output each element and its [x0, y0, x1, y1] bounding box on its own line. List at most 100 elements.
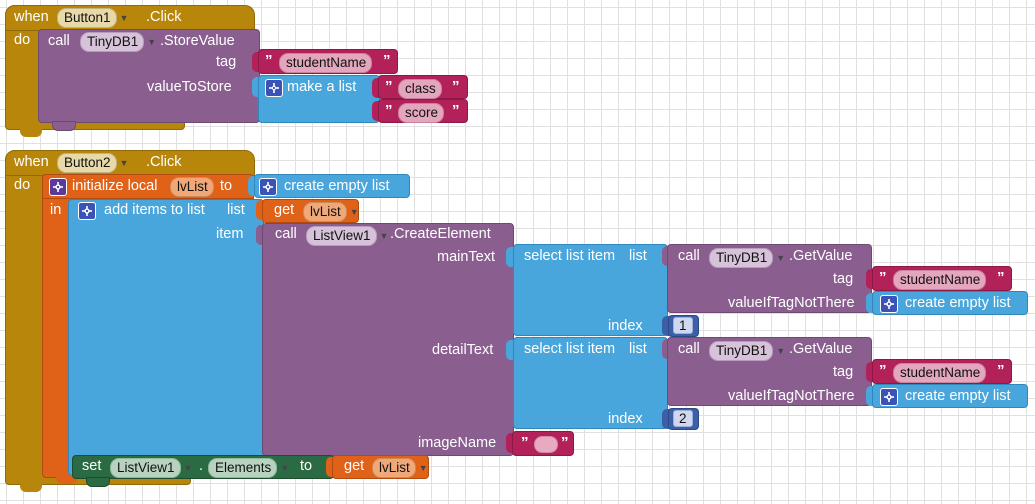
- text-field-studentname-3: studentName: [893, 363, 987, 383]
- socket-select-index-1: [662, 316, 671, 336]
- quote-close-5: ”: [997, 362, 1005, 379]
- select-list-item-label-1: select list item: [524, 248, 616, 264]
- mutator-gear-icon-2[interactable]: [49, 178, 67, 196]
- number-field-index-2: 2: [673, 410, 693, 428]
- text-field-studentname-1: studentName: [279, 53, 373, 73]
- quote-close-1: ”: [383, 52, 391, 69]
- text-field-score: score: [398, 103, 445, 123]
- event-block-button1-header: [5, 5, 255, 31]
- setter-to-label: to: [300, 458, 313, 474]
- quote-open-5: ”: [879, 362, 887, 379]
- setter-component-name: ListView1: [110, 458, 181, 478]
- make-a-list-label: make a list: [287, 79, 357, 95]
- chevron-down-icon-6[interactable]: ▼: [776, 253, 786, 263]
- quote-close-6: ”: [561, 434, 569, 451]
- call-block-notch-1: [52, 121, 76, 131]
- event-component-dropdown-2[interactable]: Button2▼: [57, 153, 128, 173]
- number-field-wrap-1[interactable]: 1: [673, 317, 693, 335]
- chevron-down-icon-4[interactable]: ▼: [349, 207, 359, 217]
- text-value-studentname-1[interactable]: studentName: [279, 53, 373, 73]
- socket-list-item-1: [372, 78, 381, 98]
- text-value-studentname-3[interactable]: studentName: [893, 363, 987, 383]
- select-list-item-index-arg-1: index: [608, 318, 643, 334]
- number-field-wrap-2[interactable]: 2: [673, 410, 693, 428]
- socket-add-items-list: [256, 200, 265, 220]
- socket-add-items-item: [256, 225, 265, 245]
- call-component-name-2: ListView1: [306, 226, 377, 246]
- text-value-class[interactable]: class: [398, 79, 442, 99]
- quote-open-6: ”: [521, 434, 529, 451]
- event-block-button2-bottom-tab: [20, 484, 42, 492]
- call-method-label-4: .GetValue: [789, 341, 853, 357]
- text-value-score[interactable]: score: [398, 103, 445, 123]
- quote-open-3: ”: [385, 102, 393, 119]
- chevron-down-icon-10[interactable]: ▼: [418, 463, 428, 473]
- chevron-down-icon-3[interactable]: ▼: [119, 158, 129, 168]
- event-component-dropdown-1[interactable]: Button1▼: [57, 8, 128, 28]
- arg-label-valuetostore-1: valueToStore: [147, 79, 232, 95]
- mutator-gear-icon-4[interactable]: [78, 202, 96, 220]
- quote-open-2: ”: [385, 78, 393, 95]
- select-list-item-label-2: select list item: [524, 341, 616, 357]
- socket-valuetostore-1: [252, 77, 261, 97]
- chevron-down-icon-7[interactable]: ▼: [776, 346, 786, 356]
- text-value-imagename[interactable]: [534, 436, 558, 454]
- socket-getvalue-tag-2: [866, 362, 875, 382]
- chevron-down-icon-1[interactable]: ▼: [119, 13, 129, 23]
- setter-block-notch: [86, 477, 110, 487]
- create-empty-list-block-3[interactable]: [872, 384, 1028, 408]
- call-component-dropdown-2[interactable]: ListView1▼: [306, 226, 388, 246]
- call-block-tinydb1-storevalue[interactable]: [38, 29, 260, 123]
- socket-tag-1: [252, 52, 261, 72]
- call-component-dropdown-3[interactable]: TinyDB1▼: [709, 248, 785, 268]
- setter-property-name: Elements: [208, 458, 278, 478]
- add-items-item-arg: item: [216, 226, 244, 242]
- socket-select-list-2: [662, 339, 671, 359]
- select-list-item-list-arg-2: list: [629, 341, 647, 357]
- when-label-2: when: [14, 154, 49, 170]
- call-label-1: call: [48, 33, 70, 49]
- socket-init-local-value: [248, 176, 257, 196]
- setter-component-dropdown[interactable]: ListView1▼: [110, 458, 192, 478]
- arg-label-maintext: mainText: [437, 249, 496, 265]
- mutator-gear-icon-6[interactable]: [880, 388, 898, 406]
- event-block-button1-bottom-tab: [20, 129, 42, 137]
- in-label: in: [50, 202, 62, 218]
- call-component-dropdown-1[interactable]: TinyDB1▼: [80, 32, 156, 52]
- call-component-dropdown-4[interactable]: TinyDB1▼: [709, 341, 785, 361]
- get-var-name-2: lvList: [372, 458, 416, 478]
- arg-label-tag-3: tag: [833, 364, 854, 380]
- add-items-to-list-label: add items to list: [104, 202, 205, 218]
- call-block-listview1-createelement[interactable]: [262, 223, 514, 456]
- create-empty-list-label-2: create empty list: [905, 295, 1011, 311]
- call-method-label-1: .StoreValue: [160, 33, 235, 49]
- select-list-item-block-1[interactable]: [513, 244, 668, 336]
- mutator-gear-icon-5[interactable]: [880, 295, 898, 313]
- mutator-gear-icon-3[interactable]: [259, 178, 277, 196]
- create-empty-list-block-1[interactable]: [254, 174, 410, 198]
- quote-open-1: ”: [265, 52, 273, 69]
- select-list-item-index-arg-2: index: [608, 411, 643, 427]
- text-value-studentname-2[interactable]: studentName: [893, 270, 987, 290]
- quote-close-2: ”: [452, 78, 460, 95]
- get-var-dropdown-1[interactable]: lvList▼: [303, 202, 359, 222]
- add-items-to-list-block[interactable]: [68, 199, 264, 476]
- setter-property-dropdown[interactable]: Elements▼: [208, 458, 289, 478]
- text-field-class: class: [398, 79, 442, 99]
- call-component-name-1: TinyDB1: [80, 32, 145, 52]
- add-items-list-arg: list: [227, 202, 245, 218]
- call-component-name-4: TinyDB1: [709, 341, 774, 361]
- arg-label-valueiftagnotthere-1: valueIfTagNotThere: [728, 295, 855, 311]
- local-var-name-field[interactable]: lvList: [170, 177, 214, 197]
- chevron-down-icon-8[interactable]: ▼: [183, 463, 193, 473]
- select-list-item-block-2[interactable]: [513, 337, 668, 429]
- get-var-dropdown-2[interactable]: lvList▼: [372, 458, 428, 478]
- create-empty-list-label-1: create empty list: [284, 178, 390, 194]
- chevron-down-icon-5[interactable]: ▼: [379, 231, 389, 241]
- mutator-gear-icon-1[interactable]: [265, 79, 283, 97]
- chevron-down-icon-2[interactable]: ▼: [147, 37, 157, 47]
- chevron-down-icon-9[interactable]: ▼: [280, 463, 290, 473]
- create-empty-list-block-2[interactable]: [872, 291, 1028, 315]
- socket-select-list-1: [662, 246, 671, 266]
